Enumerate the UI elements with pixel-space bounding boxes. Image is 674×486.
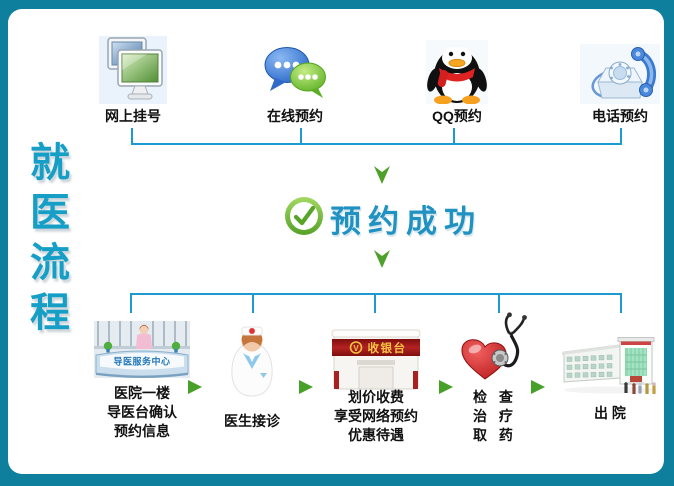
step-phone-booking: 电话预约 bbox=[565, 34, 674, 126]
step-exam-treat-medicine: 检 查 治 疗 取 药 bbox=[450, 311, 536, 445]
hospital-building-icon bbox=[562, 328, 658, 395]
step-reception-desk: 导医服务中心 医院一楼 导医台确认 预约信息 bbox=[90, 321, 194, 441]
top-bracket-tick bbox=[300, 128, 302, 145]
down-arrow-icon bbox=[373, 166, 391, 185]
flow-title-char: 就 bbox=[30, 141, 70, 185]
bottom-bracket-tick bbox=[620, 295, 622, 313]
bottom-bracket-tick bbox=[130, 295, 132, 313]
flow-title-char: 医 bbox=[30, 191, 70, 235]
step-doctor-consultation: 医生接诊 bbox=[205, 326, 299, 431]
step-label-line: 优惠待遇 bbox=[348, 427, 404, 443]
flow-title-char: 程 bbox=[30, 291, 70, 335]
chat-bubbles-icon bbox=[263, 34, 327, 104]
down-arrow-icon bbox=[373, 250, 391, 269]
check-circle-icon bbox=[284, 196, 324, 236]
top-bracket-tick bbox=[453, 128, 455, 145]
top-bracket-line bbox=[131, 143, 622, 145]
step-label: 在线预约 bbox=[267, 108, 323, 124]
cashier-badge-text: V bbox=[353, 344, 359, 353]
step-label: 网上挂号 bbox=[105, 108, 161, 124]
step-label-line: 享受网络预约 bbox=[334, 408, 418, 424]
flow-title: 就 医 流 程 bbox=[24, 138, 76, 338]
bottom-bracket-tick bbox=[252, 295, 254, 313]
nurse-icon bbox=[229, 326, 275, 398]
step-label-line: 医院一楼 bbox=[114, 385, 170, 401]
step-label-line: 预约信息 bbox=[114, 423, 170, 439]
top-bracket-tick bbox=[620, 128, 622, 145]
top-bracket-tick bbox=[131, 128, 133, 145]
step-online-booking: 在线预约 bbox=[240, 34, 350, 126]
step-payment: V 收银台 划价收费 享受网络预约 优惠待遇 bbox=[326, 329, 426, 445]
bottom-bracket-tick bbox=[498, 295, 500, 313]
flow-title-char: 流 bbox=[30, 241, 70, 285]
right-arrow-icon bbox=[188, 380, 202, 394]
bottom-bracket-line bbox=[130, 293, 622, 295]
cashier-sign-text: 收银台 bbox=[368, 341, 407, 355]
telephone-icon bbox=[580, 34, 660, 104]
cashier-counter-icon: V 收银台 bbox=[329, 329, 423, 391]
step-label-line: 划价收费 bbox=[348, 389, 404, 405]
step-discharge: 出 院 bbox=[560, 328, 660, 423]
step-label-line: 医生接诊 bbox=[224, 413, 280, 429]
computer-icon bbox=[99, 34, 167, 104]
step-label: 电话预约 bbox=[592, 108, 648, 124]
bottom-bracket-tick bbox=[374, 295, 376, 313]
step-qq-booking: QQ预约 bbox=[402, 34, 512, 126]
step-online-registration: 网上挂号 bbox=[78, 34, 188, 126]
step-label-line: 治 疗 bbox=[473, 408, 513, 424]
step-label-line: 出 院 bbox=[594, 405, 626, 421]
step-label-line: 导医台确认 bbox=[107, 404, 177, 420]
step-label-line: 取 药 bbox=[473, 427, 513, 443]
right-arrow-icon bbox=[439, 380, 453, 394]
step-label: QQ预约 bbox=[432, 108, 482, 124]
reception-desk-icon: 导医服务中心 bbox=[94, 321, 190, 378]
qq-penguin-icon bbox=[426, 34, 488, 104]
success-label: 预约成功 bbox=[330, 204, 482, 239]
step-label-line: 检 查 bbox=[473, 389, 513, 405]
heart-stethoscope-icon bbox=[454, 311, 532, 389]
right-arrow-icon bbox=[531, 380, 545, 394]
desk-sign-text: 导医服务中心 bbox=[113, 356, 170, 367]
right-arrow-icon bbox=[299, 380, 313, 394]
